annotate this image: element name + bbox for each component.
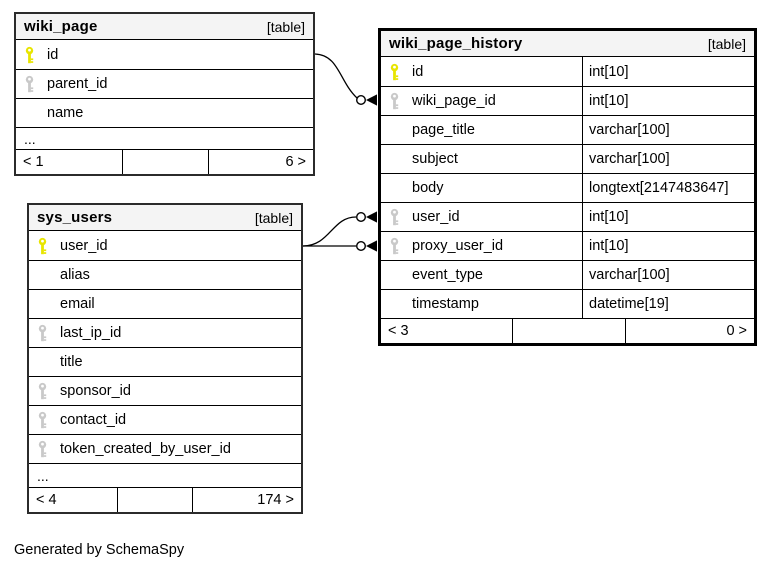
column-row-user_id: user_id — [29, 231, 301, 260]
column-type: varchar[100] — [582, 261, 754, 289]
primary-key-icon — [29, 237, 60, 255]
column-name: timestamp — [412, 296, 479, 312]
column-row-parent_id: parent_id — [16, 69, 313, 98]
column-name: name — [47, 105, 84, 121]
table-title[interactable]: wiki_page — [24, 18, 98, 35]
generator-caption: Generated by SchemaSpy — [14, 542, 185, 558]
table-footer: < 3 0 > — [381, 318, 754, 343]
foreign-key-icon — [29, 382, 60, 400]
column-name: id — [412, 63, 424, 80]
foreign-key-icon — [381, 237, 412, 255]
column-name: last_ip_id — [60, 325, 122, 341]
column-type: int[10] — [582, 232, 754, 260]
foreign-key-icon — [16, 75, 47, 93]
column-row-body: body longtext[2147483647] — [381, 173, 754, 202]
column-name: user_id — [412, 209, 460, 225]
column-name: body — [412, 180, 444, 196]
table-badge: [table] — [254, 209, 293, 226]
column-row-alias: alias — [29, 260, 301, 289]
foreign-key-icon — [29, 324, 60, 342]
column-row-wiki_page_id: wiki_page_id int[10] — [381, 86, 754, 115]
column-name: wiki_page_id — [412, 93, 496, 109]
primary-key-icon — [381, 63, 412, 81]
column-type: int[10] — [582, 87, 754, 115]
footer-spacer-cell — [512, 319, 625, 343]
column-name: event_type — [412, 267, 483, 283]
footer-parent-count: < 1 — [23, 154, 44, 170]
footer-spacer-cell — [122, 150, 208, 174]
footer-spacer-cell — [117, 488, 192, 512]
column-row-subject: subject varchar[100] — [381, 144, 754, 173]
column-type: datetime[19] — [582, 290, 754, 318]
column-row-proxy_user_id: proxy_user_id int[10] — [381, 231, 754, 260]
edge-circle-terminator — [356, 94, 367, 105]
edge-sysusers-userid-to-wikipagehistory-userid — [302, 216, 357, 247]
footer-row-count: 174 > — [192, 488, 301, 512]
table-header: wiki_page [table] — [16, 14, 313, 40]
column-type: int[10] — [582, 57, 754, 86]
column-row-event_type: event_type varchar[100] — [381, 260, 754, 289]
edge-arrowhead — [366, 94, 377, 106]
column-name: proxy_user_id — [412, 238, 504, 254]
table-header: wiki_page_history [table] — [381, 31, 754, 57]
column-type: varchar[100] — [582, 145, 754, 173]
footer-row-count: 0 > — [625, 319, 754, 343]
table-badge: [table] — [266, 18, 305, 35]
foreign-key-icon — [29, 440, 60, 458]
truncated-columns-row: ... — [16, 127, 313, 149]
edge-circle-terminator — [356, 211, 367, 222]
column-row-sponsor_id: sponsor_id — [29, 376, 301, 405]
column-name: token_created_by_user_id — [60, 441, 231, 457]
column-row-page_title: page_title varchar[100] — [381, 115, 754, 144]
primary-key-icon — [16, 46, 47, 64]
column-row-email: email — [29, 289, 301, 318]
foreign-key-icon — [381, 208, 412, 226]
column-row-last_ip_id: last_ip_id — [29, 318, 301, 347]
column-name: parent_id — [47, 76, 108, 92]
column-name: title — [60, 354, 83, 370]
column-row-id: id int[10] — [381, 57, 754, 86]
truncated-columns-row: ... — [29, 463, 301, 487]
column-name: sponsor_id — [60, 383, 131, 399]
edge-arrowhead — [366, 240, 377, 252]
footer-row-count: 6 > — [208, 150, 313, 174]
edge-circle-terminator — [356, 240, 367, 251]
table-badge: [table] — [707, 35, 746, 52]
table-footer: < 4 174 > — [29, 487, 301, 512]
edge-arrowhead — [366, 211, 377, 223]
column-name: subject — [412, 151, 458, 167]
table-title[interactable]: wiki_page_history — [389, 35, 523, 52]
table-header: sys_users [table] — [29, 205, 301, 231]
column-name: email — [60, 296, 95, 312]
column-type: int[10] — [582, 203, 754, 231]
table-title[interactable]: sys_users — [37, 209, 113, 226]
column-type: varchar[100] — [582, 116, 754, 144]
footer-parent-count: < 4 — [36, 492, 57, 508]
column-row-name: name — [16, 98, 313, 127]
table-footer: < 1 6 > — [16, 149, 313, 174]
edge-wikipage-id-to-wikipagehistory-wikipageid — [314, 53, 358, 99]
column-name: user_id — [60, 237, 108, 254]
column-row-timestamp: timestamp datetime[19] — [381, 289, 754, 318]
column-row-token_created_by_user_id: token_created_by_user_id — [29, 434, 301, 463]
column-row-title: title — [29, 347, 301, 376]
column-row-contact_id: contact_id — [29, 405, 301, 434]
column-name: page_title — [412, 122, 475, 138]
column-name: contact_id — [60, 412, 127, 428]
column-name: id — [47, 46, 59, 63]
footer-parent-count: < 3 — [388, 323, 409, 339]
foreign-key-icon — [381, 92, 412, 110]
column-type: longtext[2147483647] — [582, 174, 754, 202]
foreign-key-icon — [29, 411, 60, 429]
column-name: alias — [60, 267, 90, 283]
column-row-id: id — [16, 40, 313, 69]
column-row-user_id: user_id int[10] — [381, 202, 754, 231]
